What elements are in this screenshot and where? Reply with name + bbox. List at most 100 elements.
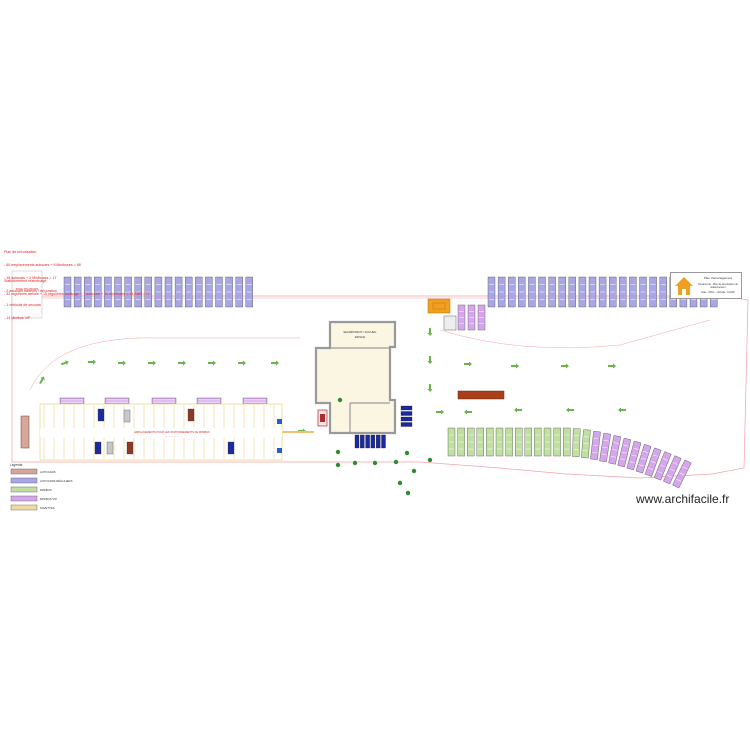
parked-car bbox=[360, 434, 365, 449]
bus-space bbox=[518, 276, 526, 308]
arrow-icon bbox=[60, 360, 69, 366]
bus-space bbox=[184, 276, 193, 308]
bus-space bbox=[649, 276, 657, 308]
legend-swatch bbox=[10, 486, 38, 493]
bus-space bbox=[548, 276, 556, 308]
bus-space bbox=[144, 276, 153, 308]
bus-space bbox=[63, 276, 72, 308]
arrow-icon bbox=[464, 409, 472, 415]
minibus-space bbox=[495, 427, 504, 457]
vip-space bbox=[635, 444, 652, 474]
bus-space bbox=[235, 276, 243, 308]
bus-space bbox=[659, 276, 667, 308]
minibus-space bbox=[534, 427, 542, 457]
bus-space bbox=[639, 276, 647, 308]
accessible-space-icon bbox=[277, 448, 282, 453]
vip-space bbox=[653, 451, 672, 481]
bus-space bbox=[215, 276, 223, 308]
tree-icon bbox=[397, 480, 403, 486]
parked-car bbox=[400, 411, 413, 416]
bus-space bbox=[114, 276, 122, 308]
notes-top: Plan de sécurisation - 60 emplacements a… bbox=[4, 241, 81, 325]
tree-icon bbox=[404, 450, 410, 456]
vip-space bbox=[590, 430, 601, 461]
bus-space bbox=[497, 276, 506, 308]
tree-icon bbox=[393, 459, 399, 465]
arrow-icon bbox=[88, 359, 96, 365]
coach-left bbox=[20, 415, 30, 449]
arrow-icon bbox=[427, 356, 433, 364]
traiteur-zone bbox=[11, 270, 43, 319]
vip-space bbox=[663, 455, 682, 485]
bus-space bbox=[83, 276, 92, 308]
kiosk bbox=[443, 315, 457, 331]
access-road bbox=[282, 431, 314, 433]
legend-label: NAVETTES bbox=[40, 506, 55, 510]
parked-car bbox=[400, 416, 413, 422]
vip-row-left bbox=[59, 397, 268, 405]
arrow-icon bbox=[208, 360, 216, 366]
arrow-icon bbox=[608, 363, 616, 369]
vip-space bbox=[104, 397, 130, 405]
bus-space bbox=[568, 276, 576, 308]
notes-top-line-4: - 1 véhicule de secours bbox=[4, 302, 41, 307]
legend-label: AUTOCARS bbox=[40, 470, 56, 474]
building-sublabel: ESPACE bbox=[355, 335, 366, 339]
arrow-icon bbox=[148, 360, 156, 366]
watermark: www.archifacile.fr bbox=[636, 492, 730, 506]
parked-car bbox=[365, 434, 370, 449]
bus-space bbox=[124, 276, 132, 308]
building-label: SECRÉTARIAT / ACCUEIL bbox=[343, 329, 377, 334]
main-building: SECRÉTARIAT / ACCUEIL ESPACE bbox=[314, 320, 397, 435]
parked-cars-side bbox=[400, 405, 413, 427]
vip-space bbox=[599, 432, 611, 463]
vip-space bbox=[457, 304, 466, 331]
tree-icon bbox=[405, 490, 411, 496]
bus-space bbox=[164, 276, 173, 308]
arrow-icon bbox=[271, 360, 279, 366]
vip-space bbox=[477, 304, 486, 331]
minibus-lot: EMPLACEMENTS POUR LES STATIONNEMENTS DE … bbox=[39, 403, 283, 461]
bus-space bbox=[598, 276, 607, 308]
arrow-icon bbox=[238, 360, 246, 366]
tree-icon bbox=[372, 460, 378, 466]
arrow-icon bbox=[427, 328, 433, 336]
vip-space bbox=[672, 459, 692, 489]
cartouche-line-2: Dessiné par : Plan de sécurisation de st… bbox=[698, 283, 738, 289]
legend-swatch bbox=[10, 504, 38, 511]
bus-space bbox=[134, 276, 142, 308]
minibus-space bbox=[563, 427, 571, 457]
parked-cars-front bbox=[354, 434, 386, 449]
legend-title: Légende bbox=[10, 463, 23, 467]
bus-space bbox=[528, 276, 536, 308]
minibus-space bbox=[457, 427, 465, 457]
notes-bottom-line-1: - 32 régulières arrivée + 15 régulières … bbox=[4, 292, 150, 297]
notes-top-title: Plan de sécurisation bbox=[4, 249, 37, 254]
parked-car bbox=[106, 441, 114, 455]
parked-car bbox=[187, 408, 195, 422]
parked-car bbox=[354, 434, 360, 449]
bus-space bbox=[225, 276, 233, 308]
arrow-icon bbox=[118, 360, 126, 366]
arrow-icon bbox=[427, 384, 433, 392]
parked-car bbox=[400, 405, 413, 411]
tree-icon bbox=[352, 460, 358, 466]
vip-space bbox=[59, 397, 85, 405]
bus-space bbox=[94, 276, 102, 308]
vip-space bbox=[196, 397, 222, 405]
minibus-space bbox=[467, 427, 475, 457]
notes-top-line-5: - 14 Minibus VIP bbox=[4, 315, 31, 320]
minibus-space bbox=[524, 427, 532, 457]
cartouche: Plan d'aménagement Dessiné par : Plan de… bbox=[670, 272, 742, 299]
legend-swatch bbox=[10, 477, 38, 484]
notes-top-line-2: - 15 autocars + 2 Minibuses = 17 bbox=[4, 276, 57, 281]
notes-bottom-title: Stationnement réaménagé bbox=[4, 278, 47, 283]
notes-bottom: Stationnement réaménagé - 32 régulières … bbox=[4, 270, 150, 301]
bus-space bbox=[205, 276, 213, 308]
tree-icon bbox=[335, 462, 341, 468]
road-curve-left bbox=[29, 337, 300, 391]
vip-space bbox=[242, 397, 268, 405]
bus-space bbox=[154, 276, 163, 308]
vip-space bbox=[151, 397, 177, 405]
orange-structure bbox=[427, 298, 451, 314]
